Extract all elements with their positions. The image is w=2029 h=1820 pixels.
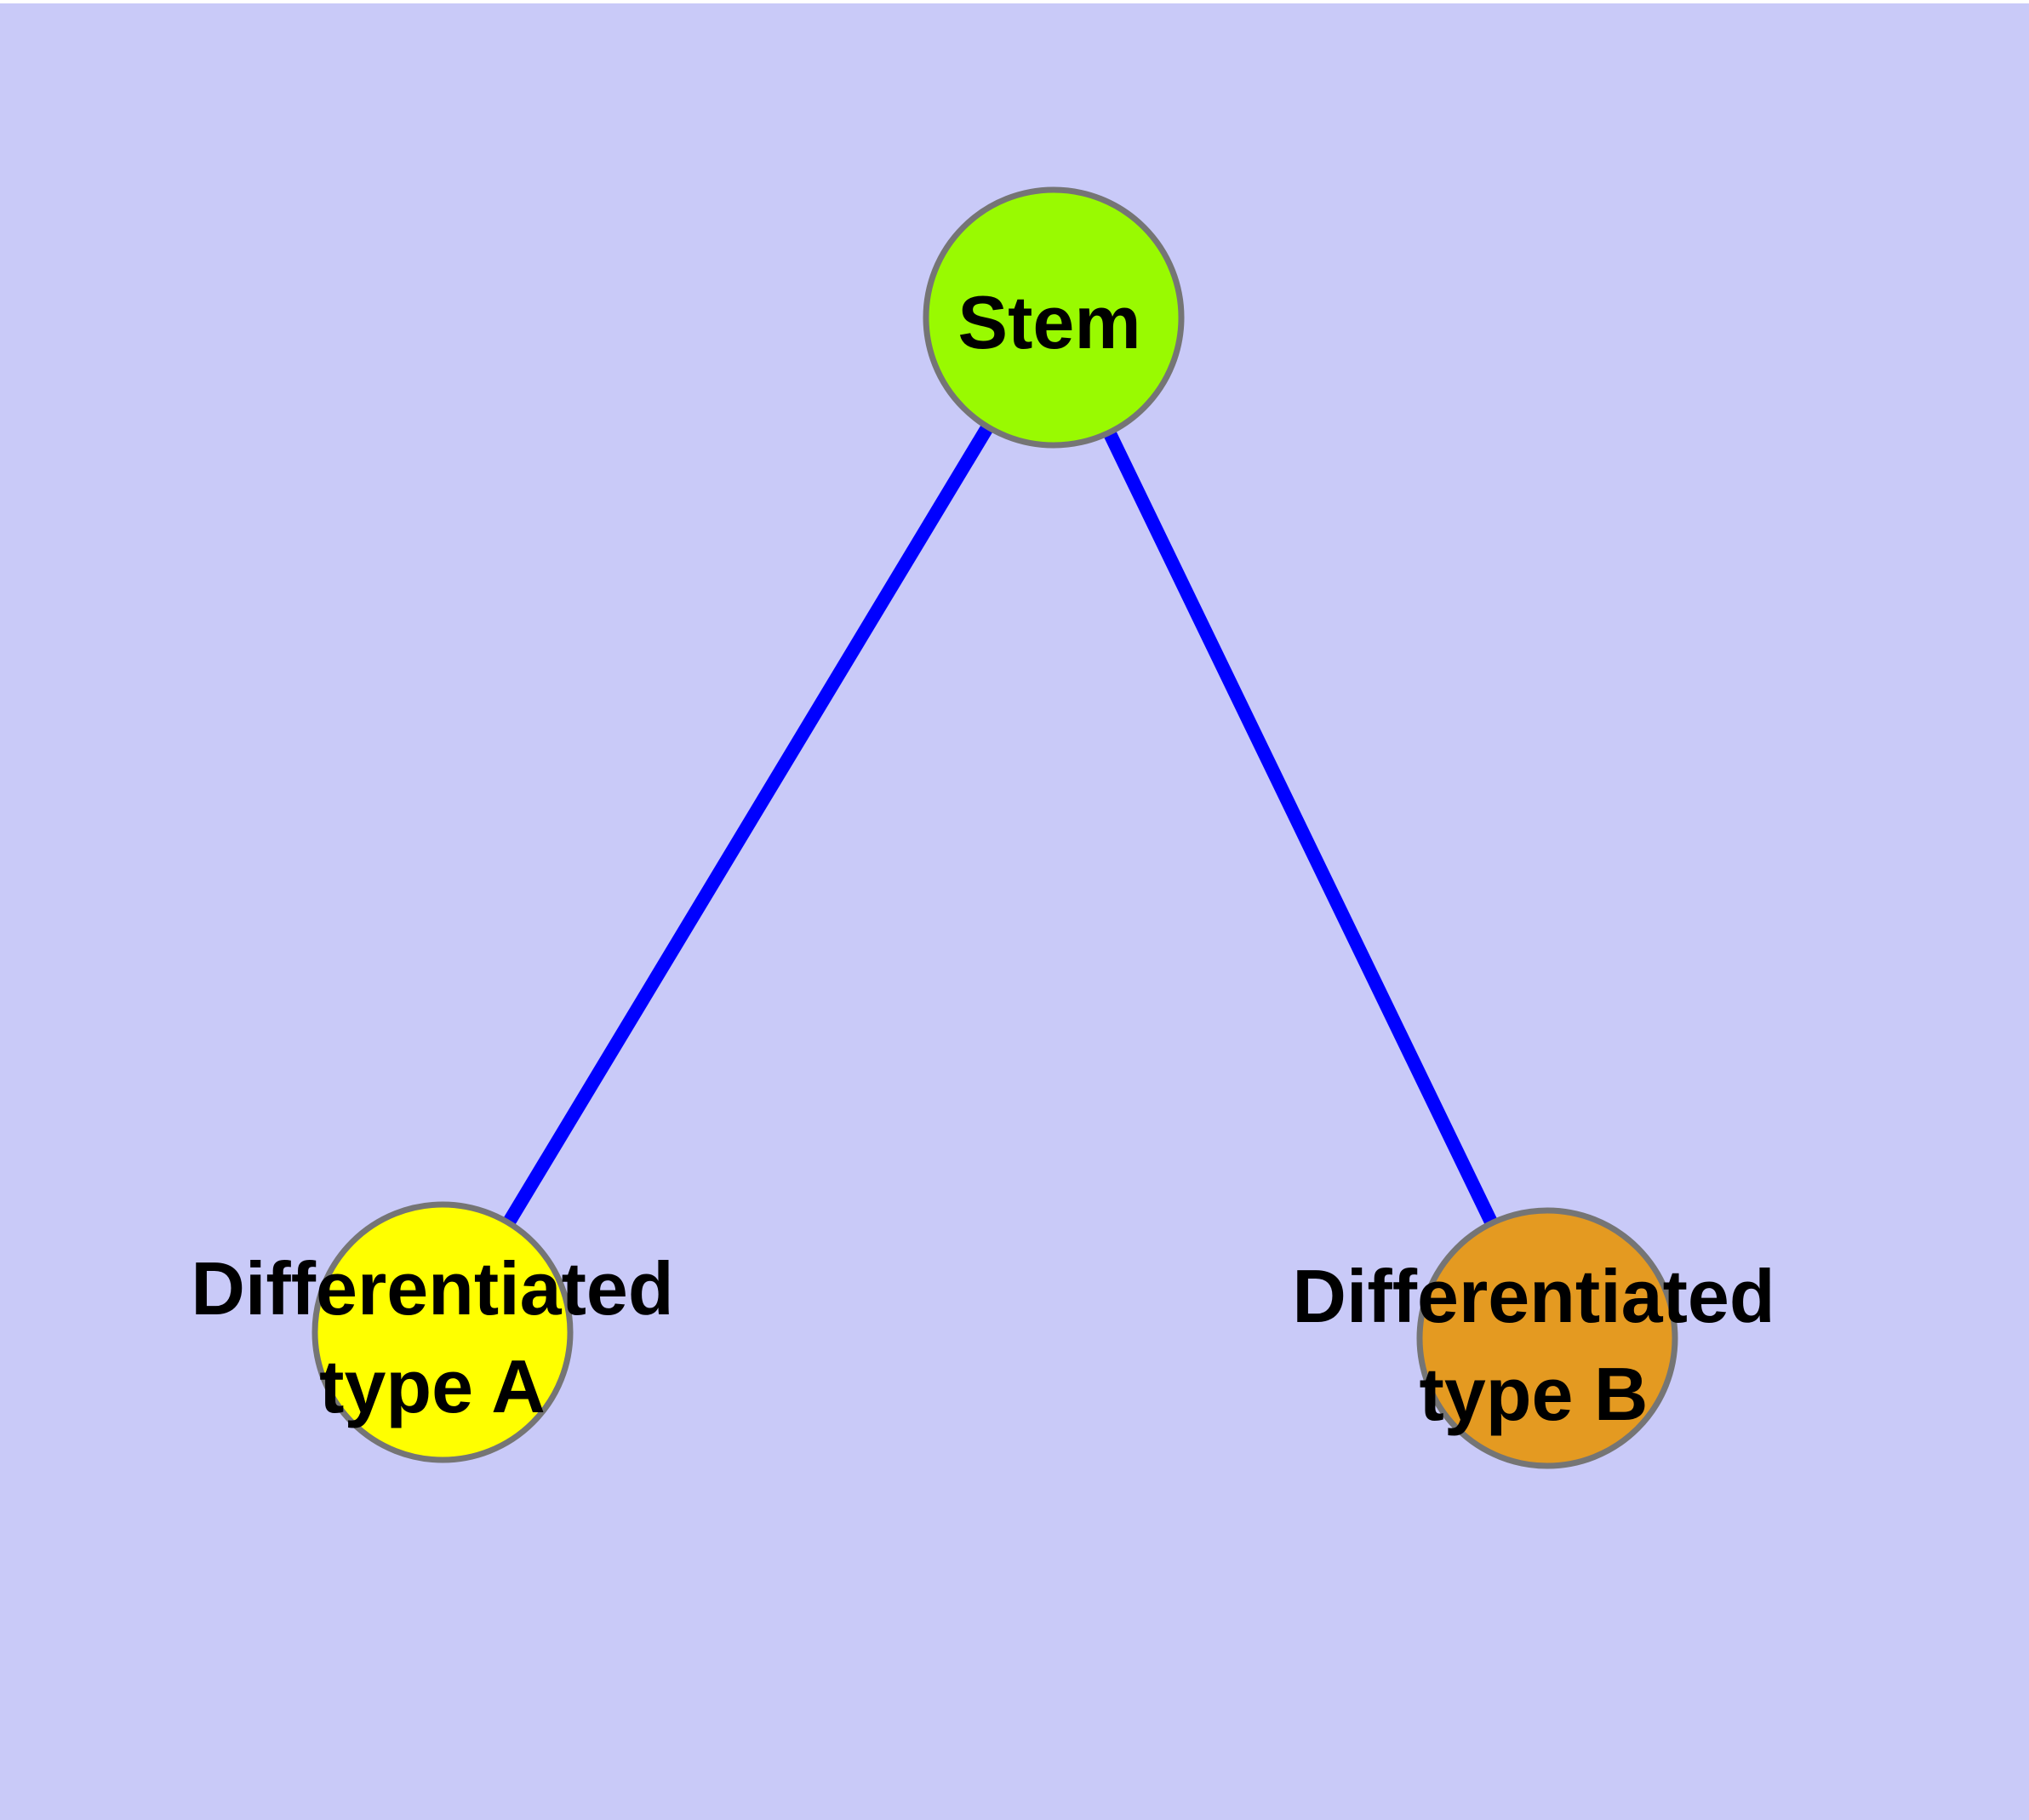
node-diff-a[interactable] — [311, 1201, 574, 1463]
node-diff-a-label-line2: type A — [319, 1344, 546, 1428]
canvas-top-edge — [0, 0, 2029, 3]
node-stem-label: Stem — [957, 280, 1140, 364]
node-diff-b[interactable] — [1416, 1207, 1678, 1469]
edge-stem-to-diff-a[interactable] — [437, 313, 1060, 1336]
node-diff-b-label-line2: type B — [1420, 1352, 1649, 1436]
node-diff-a-label-line1: Differentiated — [191, 1246, 673, 1331]
node-diff-b-label-line1: Differentiated — [1292, 1254, 1775, 1338]
node-stem[interactable] — [923, 186, 1185, 449]
edge-stem-to-diff-b[interactable] — [1047, 314, 1554, 1342]
